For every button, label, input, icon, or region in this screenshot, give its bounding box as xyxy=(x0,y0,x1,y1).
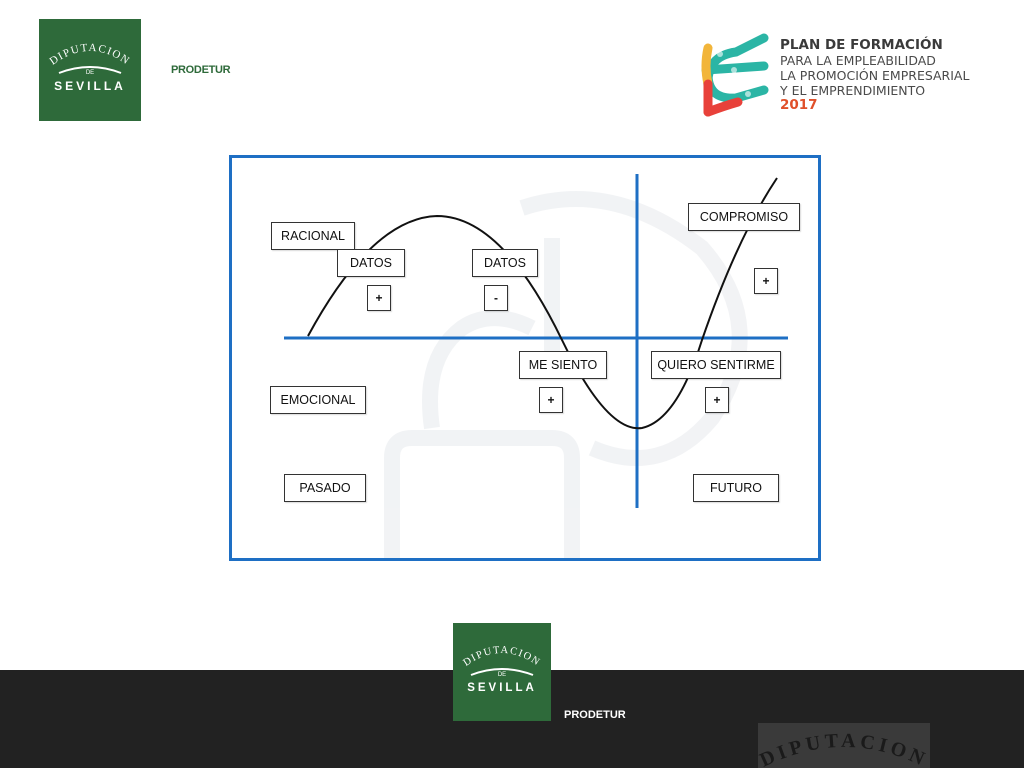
sign-datos-1: + xyxy=(367,285,391,311)
plan-text: PLAN DE FORMACIÓN PARA LA EMPLEABILIDAD … xyxy=(780,38,969,113)
footer-logo-de: DE xyxy=(498,672,506,678)
logo-arc-text: DIPUTACION xyxy=(48,42,131,68)
logo-sevilla: SEVILLA xyxy=(54,79,126,93)
footer-logo-arc-text: DIPUTACION xyxy=(461,645,541,669)
plan-title: PLAN DE FORMACIÓN xyxy=(780,37,943,53)
footer-stamp-emblem: DIPUTACION xyxy=(758,730,930,768)
footer-prodetur-label: PRODETUR xyxy=(564,709,626,721)
diagram-lines xyxy=(284,174,788,558)
prodetur-label: PRODETUR xyxy=(171,64,231,76)
diputacion-emblem: DIPUTACION DE SEVILLA xyxy=(48,42,133,93)
svg-text:DIPUTACION: DIPUTACION xyxy=(758,730,930,768)
sign-quiero-sentirme: + xyxy=(705,387,729,413)
footer-logo-sevilla: SEVILLA xyxy=(467,682,537,694)
logo-de: DE xyxy=(86,70,94,76)
plan-logo-mark xyxy=(701,33,769,117)
curve-line xyxy=(307,177,778,430)
diagram-frame: RACIONAL DATOS DATOS + - COMPROMISO + ME… xyxy=(229,155,821,561)
label-me-siento: ME SIENTO xyxy=(519,351,607,379)
plan-year: 2017 xyxy=(780,97,818,113)
footer-stamp: DIPUTACION xyxy=(758,723,930,768)
footer-diputacion-logo: DIPUTACION DE SEVILLA xyxy=(453,623,551,721)
footer-stamp-text: DIPUTACION xyxy=(758,730,927,768)
plan-line-2: PARA LA EMPLEABILIDAD xyxy=(780,53,936,68)
svg-text:DIPUTACION: DIPUTACION xyxy=(48,42,133,68)
label-compromiso: COMPROMISO xyxy=(688,203,800,231)
label-datos-2: DATOS xyxy=(472,249,538,277)
label-datos-1: DATOS xyxy=(337,249,405,277)
sign-datos-2: - xyxy=(484,285,508,311)
plan-line-3: LA PROMOCIÓN EMPRESARIAL xyxy=(780,68,970,83)
label-emocional: EMOCIONAL xyxy=(270,386,366,414)
label-pasado: PASADO xyxy=(284,474,366,502)
diputacion-logo: DIPUTACION DE SEVILLA xyxy=(39,19,141,121)
plan-line-4: Y EL EMPRENDIMIENTO xyxy=(780,83,926,98)
sign-me-siento: + xyxy=(539,387,563,413)
label-racional: RACIONAL xyxy=(271,222,355,250)
label-quiero-sentirme: QUIERO SENTIRME xyxy=(651,351,781,379)
svg-text:DIPUTACION: DIPUTACION xyxy=(461,645,542,669)
sign-compromiso: + xyxy=(754,268,778,294)
footer-diputacion-emblem: DIPUTACION DE SEVILLA xyxy=(461,645,542,694)
label-futuro: FUTURO xyxy=(693,474,779,502)
